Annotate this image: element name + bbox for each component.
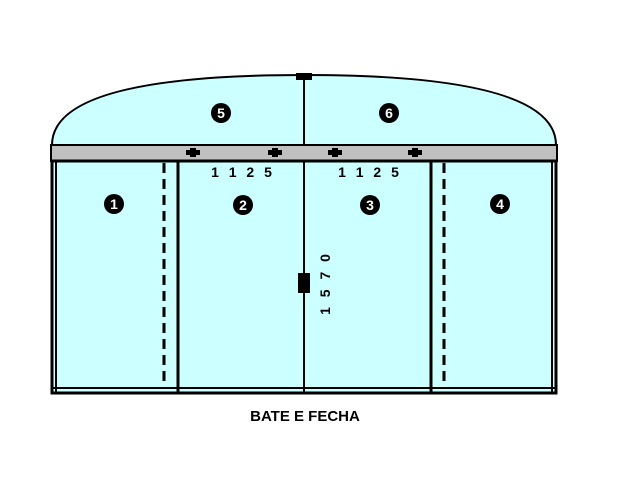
svg-text:1: 1	[110, 196, 118, 212]
svg-text:6: 6	[385, 105, 393, 121]
svg-text:5: 5	[217, 105, 225, 121]
panel-badge-5: 5	[211, 103, 231, 123]
door-handle	[298, 273, 310, 293]
arch-top-lock	[296, 73, 312, 80]
dimension-height: 1 5 7 0	[317, 251, 333, 315]
transom-bar	[50, 144, 558, 162]
svg-text:3: 3	[366, 197, 374, 213]
panel-badge-6: 6	[379, 103, 399, 123]
dimension-right-width: 1 1 2 5	[338, 164, 402, 180]
panel-badge-1: 1	[104, 194, 124, 214]
svg-text:2: 2	[239, 197, 247, 213]
dimension-left-width: 1 1 2 5	[211, 164, 275, 180]
svg-text:4: 4	[496, 196, 504, 212]
diagram-caption: BATE E FECHA	[250, 408, 360, 425]
panel-badge-4: 4	[490, 194, 510, 214]
transom-bar-studs	[186, 148, 422, 157]
panel-badge-2: 2	[233, 195, 253, 215]
panel-badge-3: 3	[360, 195, 380, 215]
